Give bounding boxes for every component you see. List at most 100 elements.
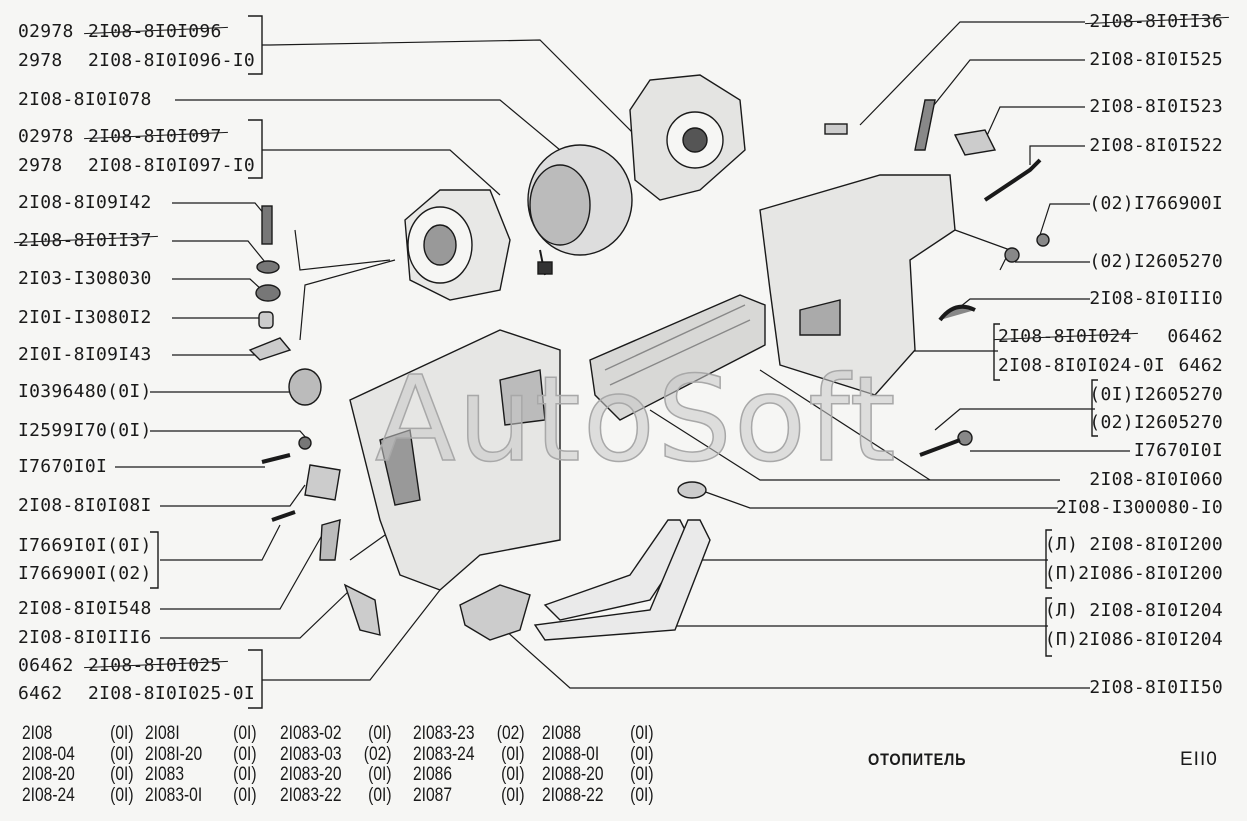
part-label: I7670I0I: [1134, 441, 1223, 461]
part-label: 2I08-8I0I078: [18, 90, 152, 110]
applicability-row: 2I08-04 (0I): [22, 743, 134, 766]
applicability-row: 2I086(0I): [413, 764, 525, 786]
applicability-column: 2I083-02(0I)2I083-03(02)2I083-20(0I)2I08…: [280, 723, 392, 806]
quantity: (0I): [368, 764, 392, 785]
part-number: 2I0I-8I09I43: [18, 344, 152, 365]
quantity: (0I): [501, 764, 525, 785]
part-label: I7670I0I: [18, 457, 107, 477]
part-number: 2I08-I300080-I0: [1055, 497, 1223, 518]
part-label: (Л) 2I08-8I0I204: [1045, 601, 1223, 621]
quantity: (02): [496, 723, 525, 744]
applicability-column: 2I083-23 (02)2I083-24(0I)2I086(0I)2I087(0…: [413, 723, 525, 806]
part-number: 2I08-8I0I548: [18, 598, 152, 619]
part-label: I2599I70(0I): [18, 421, 152, 441]
quantity: (0I): [233, 764, 257, 785]
part-label: 2978 2I08-8I0I097-I0: [18, 156, 255, 176]
part-number-superseded: 2I08-8I0I024: [998, 326, 1132, 347]
part-number-superseded: 2I08-8I0II36: [1089, 11, 1223, 32]
part-number: I7670I0I: [1133, 440, 1223, 461]
part-label: 2I08-8I0III0: [1089, 289, 1223, 309]
quantity: (0I): [501, 784, 525, 806]
part-number: (Л) 2I08-8I0I200: [1044, 534, 1223, 555]
part-number-superseded: 2I08-8I0I097: [88, 126, 222, 147]
model-code: 2I083-22: [280, 784, 342, 806]
part-label: 2I08-8I0I523: [1089, 97, 1223, 117]
part-label: 2I08-8I09I42: [18, 193, 152, 213]
part-label: I0396480(0I): [18, 382, 152, 402]
part-label: I7669I0I(0I): [18, 536, 152, 556]
part-label-prefix: 02978: [18, 126, 74, 147]
part-number: 2I03-I308030: [18, 268, 152, 289]
model-code: 2I083-03: [280, 743, 342, 765]
model-code: 2I083-23: [413, 723, 475, 744]
part-number: 2I08-8I0I096-I0: [88, 50, 256, 71]
part-number-superseded: 2I08-8I0II37: [18, 230, 152, 251]
part-number: 2I08-8I0II50: [1089, 677, 1223, 698]
part-label: 2I08-8I0II36: [1089, 12, 1223, 32]
part-number: 2I08-8I0I025-0I: [88, 683, 256, 704]
part-number: I0396480(0I): [18, 381, 152, 402]
quantity: (0I): [368, 723, 392, 744]
part-label: 2I08-8I0II50: [1089, 678, 1223, 698]
model-code: 2I08I: [145, 723, 180, 744]
part-label: 2I0I-8I09I43: [18, 345, 152, 365]
part-label-prefix: 06462: [18, 655, 74, 676]
part-label: (02)I2605270: [1089, 413, 1223, 433]
quantity: (0I): [368, 784, 392, 806]
applicability-row: 2I08 (0I): [22, 723, 134, 745]
part-label-prefix: 2978: [18, 155, 63, 176]
quantity: (0I): [110, 743, 134, 765]
part-number: 2I08-8I0I097-I0: [88, 155, 256, 176]
model-code: 2I08-20: [22, 764, 75, 785]
part-label: (Л) 2I08-8I0I200: [1045, 535, 1223, 555]
part-label: 2I08-8I0I522: [1089, 136, 1223, 156]
model-code: 2I083: [145, 764, 184, 785]
part-label: 2I08-8I0II37: [18, 231, 152, 251]
quantity: (0I): [110, 764, 134, 785]
part-label-prefix: 02978: [18, 21, 74, 42]
applicability-row: 2I083-03(02): [280, 743, 392, 766]
applicability-row: 2I088(0I): [542, 723, 654, 745]
quantity: (0I): [110, 784, 134, 806]
quantity: (0I): [501, 743, 525, 765]
model-code: 2I08-04: [22, 743, 75, 765]
applicability-row: 2I08I-20(0I): [145, 743, 257, 766]
part-label-suffix: 6462: [1178, 355, 1223, 376]
applicability-row: 2I083-23 (02): [413, 723, 525, 745]
part-label: (0I)I2605270: [1089, 385, 1223, 405]
part-number: (02)I766900I: [1089, 193, 1223, 214]
part-number-superseded: 2I08-8I0I025: [88, 655, 222, 676]
model-code: 2I08-24: [22, 784, 75, 806]
applicability-row: 2I083-22 (0I): [280, 784, 392, 807]
part-number: 2I08-8I0I08I: [18, 495, 152, 516]
part-number: 2I08-8I09I42: [18, 192, 152, 213]
model-code: 2I08I-20: [145, 743, 203, 765]
applicability-row: 2I083-24(0I): [413, 743, 525, 766]
model-code: 2I083-02: [280, 723, 342, 744]
part-label-prefix: 2978: [18, 50, 63, 71]
diagram-title: ОТОПИТЕЛЬ: [868, 750, 967, 769]
quantity: (0I): [630, 743, 654, 765]
part-label: 2I08-8I0I525: [1089, 50, 1223, 70]
small-parts-right: [677, 99, 1050, 499]
heater-case: [349, 329, 561, 591]
applicability-row: 2I083-0I(0I): [145, 784, 257, 807]
quantity: (0I): [110, 723, 134, 744]
applicability-row: 2I088-20(0I): [542, 764, 654, 786]
part-label: 2I03-I308030: [18, 269, 152, 289]
part-number: 2I08-8I0I078: [18, 89, 152, 110]
heater-radiator: [589, 294, 766, 421]
model-code: 2I083-0I: [145, 784, 203, 806]
part-label-prefix: 6462: [18, 683, 63, 704]
heater-housing-right: [759, 174, 956, 396]
part-label: 2I0I-I3080I2: [18, 308, 152, 328]
model-code: 2I08: [22, 723, 53, 744]
part-label: 2I08-8I0III6: [18, 628, 152, 648]
part-number: (П)2I086-8I0I204: [1044, 629, 1223, 650]
model-code: 2I088-20: [542, 764, 604, 785]
applicability-row: 2I087(0I): [413, 784, 525, 807]
applicability-row: 2I08-20 (0I): [22, 764, 134, 786]
part-label: 2978 2I08-8I0I096-I0: [18, 51, 255, 71]
part-label-suffix: 06462: [1167, 326, 1223, 347]
